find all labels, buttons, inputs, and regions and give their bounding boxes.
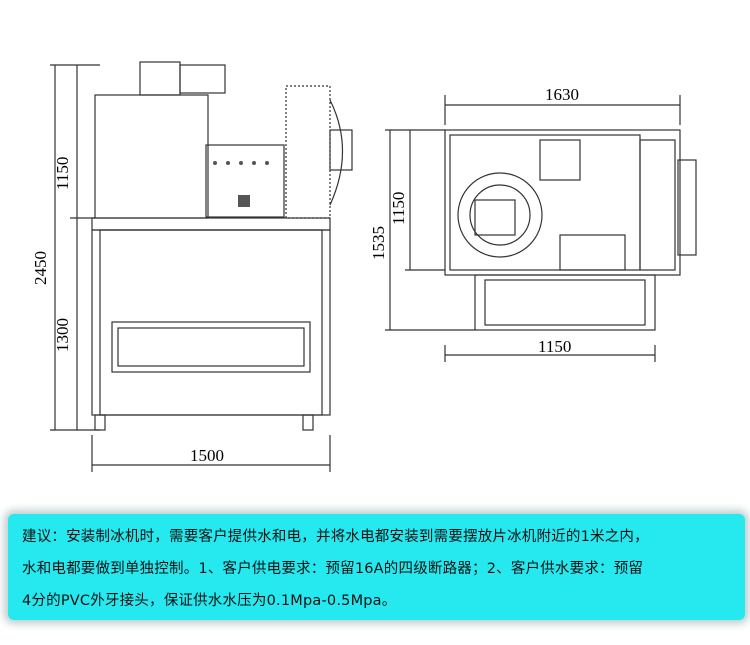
- dim-upper-height: 1150: [53, 157, 72, 190]
- dim-top-height-total: 1535: [369, 226, 388, 260]
- note-line-3: 4分的PVC外牙接头，保证供水水压为0.1Mpa-0.5Mpa。: [22, 593, 397, 609]
- dim-top-height-upper: 1150: [389, 192, 408, 225]
- dim-total-height: 2450: [31, 251, 50, 285]
- note-line-1: 建议：安装制冰机时，需要客户提供水和电，并将水电都安装到需要摆放片冰机附近的1米…: [22, 529, 649, 545]
- dim-front-width: 1500: [190, 446, 224, 465]
- dim-top-length: 1630: [545, 85, 579, 104]
- top-view: [385, 95, 697, 362]
- dim-lower-height: 1300: [53, 318, 72, 352]
- front-view: [50, 61, 353, 472]
- technical-drawing: 1150 2450 1300 1500 1630 1535 1150 1150: [31, 61, 697, 472]
- dim-top-width: 1150: [538, 337, 571, 356]
- installation-note: 建议：安装制冰机时，需要客户提供水和电，并将水电都安装到需要摆放片冰机附近的1米…: [8, 514, 745, 620]
- note-line-2: 水和电都要做到单独控制。1、客户供电要求：预留16A的四级断路器；2、客户供水要…: [22, 561, 644, 577]
